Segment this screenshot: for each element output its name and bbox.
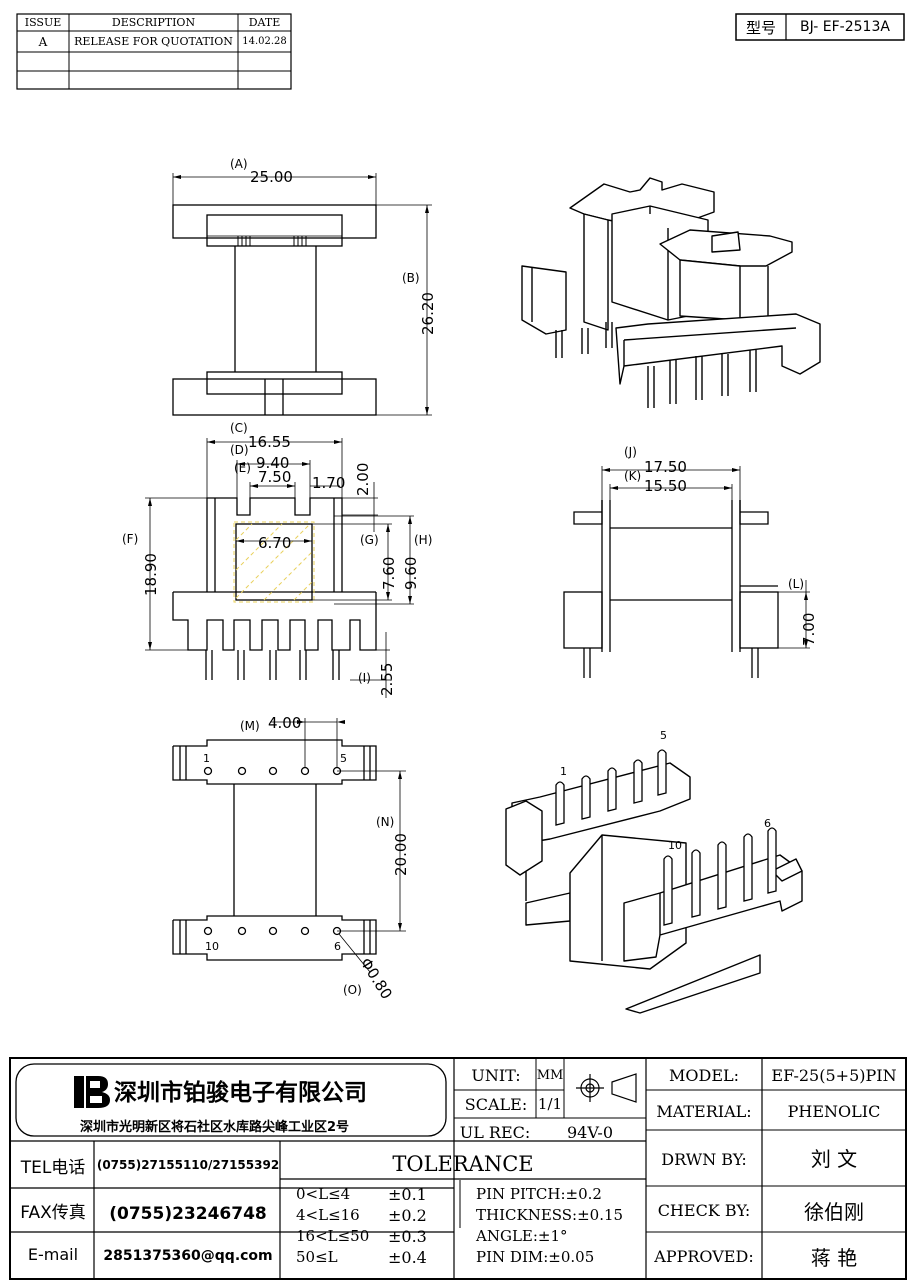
tolerance-values: ±0.1 ±0.2 ±0.3 ±0.4 — [388, 1184, 427, 1268]
dim-i-tag: (I) — [358, 671, 371, 685]
fax-value: (0755)23246748 — [109, 1204, 267, 1224]
tol-range-1: 0<L≤4 — [296, 1185, 351, 1203]
dim-j-value: 17.50 — [644, 458, 687, 476]
dim-670-value: 6.70 — [258, 534, 291, 552]
dim-o-tag: (O) — [343, 983, 362, 997]
iso-pin-6-label: 6 — [764, 817, 771, 830]
tel-value: (0755)27155110/27155392 — [96, 1158, 280, 1172]
dim-j-tag: (J) — [624, 445, 637, 459]
dim-h-value: 9.60 — [402, 557, 420, 590]
rev-header-description: DESCRIPTION — [111, 16, 196, 29]
email-value: 2851375360@qq.com — [103, 1248, 273, 1264]
model-box-value: BJ- EF-2513A — [800, 19, 890, 35]
scale-value: 1/1 — [537, 1095, 563, 1113]
rev-issue-cell: A — [38, 34, 48, 49]
unit-value: MM — [536, 1067, 564, 1083]
bottom-view: (M) 4.00 (N) 20.00 (O) Φ0.80 1 5 10 6 — [172, 714, 410, 1003]
rev-description-cell: RELEASE FOR QUOTATION — [74, 35, 233, 48]
thickness-note: THICKNESS:±0.15 — [476, 1206, 624, 1224]
pin-dim-note: PIN DIM:±0.05 — [476, 1248, 595, 1266]
dim-m-value: 4.00 — [268, 714, 301, 732]
dim-l-value: 7.00 — [800, 613, 818, 646]
tol-range-4: 50≤L — [296, 1248, 338, 1266]
model-value: EF-25(5+5)PIN — [771, 1065, 897, 1085]
dim-a-value: 25.00 — [250, 168, 293, 186]
dim-e-tag: (E) — [234, 461, 251, 475]
dim-g-value: 7.60 — [380, 557, 398, 590]
dim-170-value: 1.70 — [312, 474, 345, 492]
side-view: (C) 16.55 (D) 9.40 (E) 7.50 1.70 2.00 6.… — [122, 421, 432, 698]
dim-k-tag: (K) — [624, 469, 641, 483]
bottom-pin-5-label: 5 — [340, 752, 347, 765]
rev-header-issue: ISSUE — [24, 16, 62, 29]
bottom-pin-1-label: 1 — [203, 752, 210, 765]
pin-pitch-note: PIN PITCH:±0.2 — [476, 1185, 602, 1203]
scale-label: SCALE: — [464, 1094, 528, 1114]
material-value: PHENOLIC — [787, 1101, 881, 1121]
company-logo — [74, 1076, 110, 1108]
fax-label: FAX传真 — [20, 1202, 86, 1223]
check-by-label: CHECK BY: — [657, 1200, 751, 1220]
approved-value: 蒋 艳 — [810, 1245, 858, 1270]
dim-g-tag: (G) — [360, 533, 379, 547]
bottom-pin-6-label: 6 — [334, 940, 341, 953]
dim-f-value: 18.90 — [142, 553, 160, 596]
iso-pin-5-label: 5 — [660, 729, 667, 742]
dim-b-tag: (B) — [402, 271, 420, 285]
dim-n-value: 20.00 — [392, 833, 410, 876]
tolerance-title: TOLERANCE — [392, 1152, 534, 1176]
drawn-by-value: 刘 文 — [810, 1146, 858, 1171]
ulrec-value: 94V-0 — [566, 1122, 614, 1142]
dim-o-value: Φ0.80 — [357, 955, 396, 1003]
iso-pin-10-label: 10 — [668, 839, 682, 852]
dim-l-tag: (L) — [788, 577, 804, 591]
dim-200-value: 2.00 — [354, 463, 372, 496]
projection-symbol-icon — [576, 1073, 637, 1103]
bottom-pin-10-label: 10 — [205, 940, 219, 953]
company-address: 深圳市光明新区将石社区水库路尖峰工业区2号 — [80, 1120, 350, 1135]
dim-c-tag: (C) — [230, 421, 248, 435]
dim-d-value: 9.40 — [256, 454, 289, 472]
dim-h-tag: (H) — [414, 533, 432, 547]
tol-value-1: ±0.1 — [388, 1185, 427, 1204]
angle-note: ANGLE:±1° — [476, 1227, 568, 1245]
ulrec-label: UL REC: — [459, 1122, 531, 1142]
dim-k-value: 15.50 — [644, 477, 687, 495]
tolerance-ranges: 0<L≤4 4<L≤16 16<L≤50 50≤L — [296, 1184, 369, 1268]
email-label: E-mail — [27, 1244, 79, 1264]
approved-label: APPROVED: — [654, 1246, 754, 1266]
isometric-top-view — [521, 177, 821, 408]
end-view: (J) 17.50 (K) 15.50 (L) 7.00 — [563, 445, 818, 678]
tol-value-3: ±0.3 — [388, 1227, 427, 1246]
tol-value-2: ±0.2 — [388, 1206, 427, 1225]
tol-range-3: 16<L≤50 — [296, 1227, 370, 1245]
dim-f-tag: (F) — [122, 532, 138, 546]
dim-c-value: 16.55 — [248, 433, 291, 451]
company-name: 深圳市铂骏电子有限公司 — [114, 1080, 367, 1106]
rev-header-date: DATE — [248, 16, 281, 29]
dim-m-tag: (M) — [240, 719, 260, 733]
check-by-value: 徐伯刚 — [804, 1199, 864, 1224]
model-label: MODEL: — [668, 1065, 740, 1085]
isometric-bottom-view: 1 5 6 10 — [505, 729, 803, 1014]
model-box-label: 型号 — [745, 18, 776, 37]
dim-b-value: 26.20 — [419, 292, 437, 335]
iso-pin-1-label: 1 — [560, 765, 567, 778]
tolerance-notes: PIN PITCH:±0.2 THICKNESS:±0.15 ANGLE:±1°… — [476, 1184, 623, 1268]
dim-e-value: 7.50 — [258, 468, 291, 486]
front-view: (A) 25.00 (B) 26.20 — [172, 157, 437, 416]
drawn-by-label: DRWN BY: — [661, 1149, 747, 1169]
tol-range-2: 4<L≤16 — [296, 1206, 360, 1224]
unit-label: UNIT: — [471, 1065, 521, 1085]
tel-label: TEL电话 — [20, 1157, 86, 1178]
tol-value-4: ±0.4 — [388, 1248, 427, 1267]
tolerance-divider — [459, 1180, 461, 1228]
rev-date-cell: 14.02.28 — [242, 36, 287, 47]
dim-n-tag: (N) — [376, 815, 394, 829]
dim-d-tag: (D) — [230, 443, 249, 457]
dim-i-value: 2.55 — [378, 663, 396, 696]
dim-a-tag: (A) — [230, 157, 248, 171]
material-label: MATERIAL: — [656, 1101, 752, 1121]
